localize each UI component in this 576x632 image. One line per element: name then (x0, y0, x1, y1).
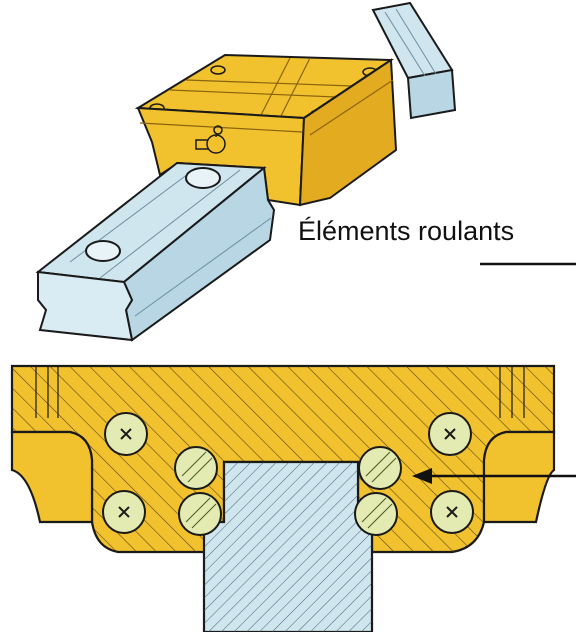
screw-holes (35, 366, 525, 418)
carriage-lip-left (10, 430, 94, 524)
ball-bearing-icon (102, 412, 474, 536)
leader-lines (412, 262, 576, 484)
rail-front-section (35, 161, 276, 342)
rail-back-section (371, 1, 457, 120)
grease-nipple-icon (195, 125, 226, 154)
arrow-head-icon (412, 468, 432, 484)
carriage-block (134, 53, 398, 207)
isometric-view (35, 1, 457, 342)
rolling-elements-label: Éléments roulants (298, 216, 515, 246)
cross-section-view (10, 364, 556, 632)
